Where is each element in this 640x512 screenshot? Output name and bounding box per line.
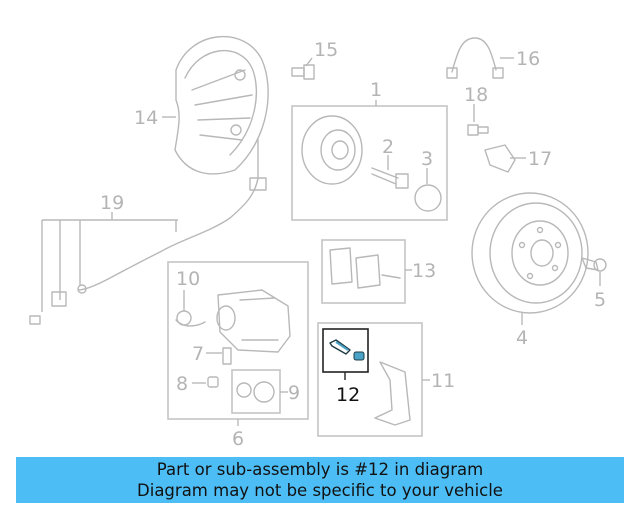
callout-9: 9 bbox=[288, 382, 300, 404]
part-10-spring[interactable] bbox=[175, 310, 206, 327]
callout-6: 6 bbox=[232, 428, 244, 450]
part-5-screw[interactable] bbox=[581, 257, 607, 272]
part-19-abs-sensor-harness[interactable] bbox=[29, 139, 267, 325]
banner-line-2: Diagram may not be specific to your vehi… bbox=[137, 481, 503, 500]
part-1-hub-bearing[interactable] bbox=[301, 115, 363, 185]
callout-15: 15 bbox=[314, 39, 338, 61]
part-18-bolt[interactable] bbox=[467, 124, 489, 136]
part-8-cap[interactable] bbox=[207, 376, 219, 388]
info-banner: Part or sub-assembly is #12 in diagram D… bbox=[16, 457, 624, 503]
assembly-box-9 bbox=[231, 369, 281, 414]
callout-19: 19 bbox=[100, 192, 124, 214]
part-2-wheel-bolt[interactable] bbox=[371, 167, 409, 189]
callout-13: 13 bbox=[412, 260, 436, 282]
callout-5: 5 bbox=[594, 289, 606, 311]
assembly-box-13 bbox=[321, 239, 406, 304]
part-17-bracket[interactable] bbox=[484, 144, 516, 173]
part-16-brake-hose[interactable] bbox=[446, 37, 504, 79]
callout-17: 17 bbox=[528, 148, 552, 170]
callout-10: 10 bbox=[176, 268, 200, 290]
callout-12: 12 bbox=[336, 384, 360, 406]
banner-line-1: Part or sub-assembly is #12 in diagram bbox=[156, 460, 484, 479]
assembly-box-1 bbox=[291, 105, 448, 221]
part-9-seal-kit[interactable] bbox=[236, 381, 275, 403]
callout-4: 4 bbox=[516, 327, 528, 349]
callout-7: 7 bbox=[192, 343, 204, 365]
part-14-dust-shield[interactable] bbox=[174, 36, 269, 175]
part-12-guide-pin-kit[interactable] bbox=[329, 339, 365, 361]
callout-18: 18 bbox=[464, 84, 488, 106]
part-13-brake-pads[interactable] bbox=[329, 247, 401, 289]
part-4-brake-disc[interactable] bbox=[471, 192, 589, 314]
highlight-box-12 bbox=[322, 328, 369, 373]
part-3-cap[interactable] bbox=[414, 184, 442, 212]
part-7-bleeder[interactable] bbox=[222, 347, 232, 365]
part-15-bolt[interactable] bbox=[291, 64, 315, 80]
part-6-caliper[interactable] bbox=[216, 289, 291, 353]
callout-1: 1 bbox=[370, 79, 382, 101]
callout-16: 16 bbox=[516, 48, 540, 70]
callout-3: 3 bbox=[421, 148, 433, 170]
callout-14: 14 bbox=[134, 107, 158, 129]
part-11-caliper-carrier[interactable] bbox=[374, 361, 411, 426]
callout-2: 2 bbox=[382, 136, 394, 158]
callout-11: 11 bbox=[431, 370, 455, 392]
callout-8: 8 bbox=[176, 373, 188, 395]
